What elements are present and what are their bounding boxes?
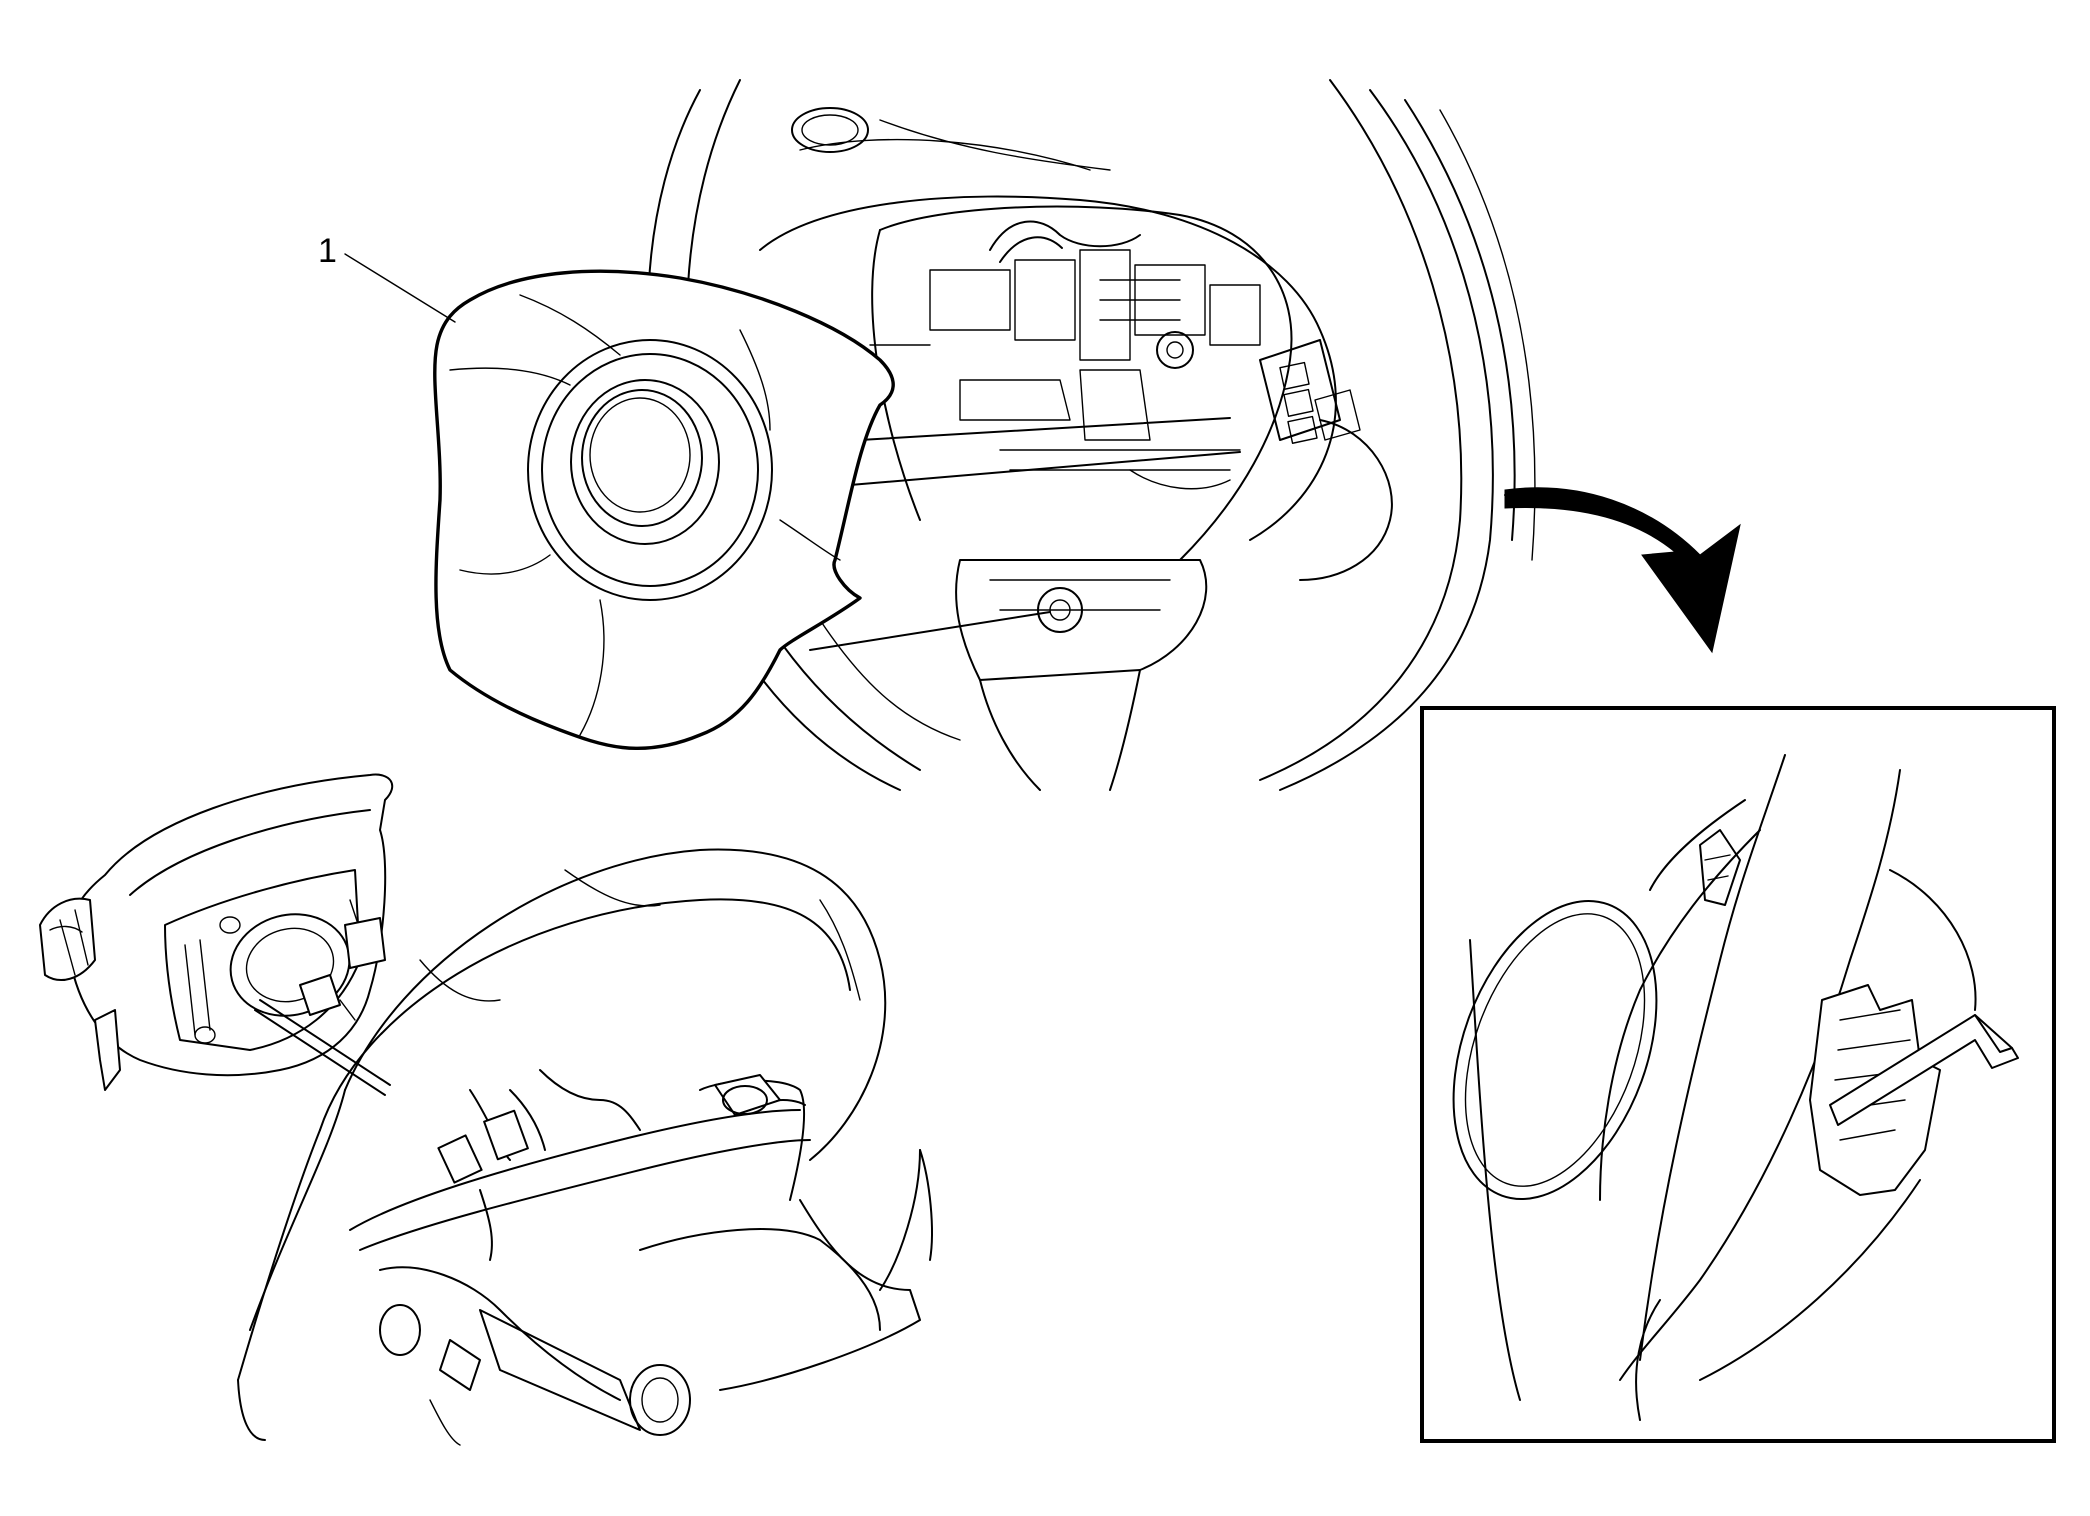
steering-wheel-front-view	[237, 848, 933, 1446]
callout-label-1: 1	[318, 232, 337, 270]
steering-wheel-top-view	[647, 79, 1536, 791]
callout-1: 1	[318, 232, 456, 323]
magnified-detail-inset	[1420, 706, 2056, 1443]
airbag-module	[433, 269, 895, 751]
right-spoke-switches	[1259, 339, 1393, 581]
curved-arrow-icon	[1504, 487, 1741, 654]
hex-key-tool-icon	[1829, 1014, 2019, 1126]
hub-mechanism	[929, 220, 1261, 490]
airbag-module-rear-view	[39, 773, 394, 1096]
